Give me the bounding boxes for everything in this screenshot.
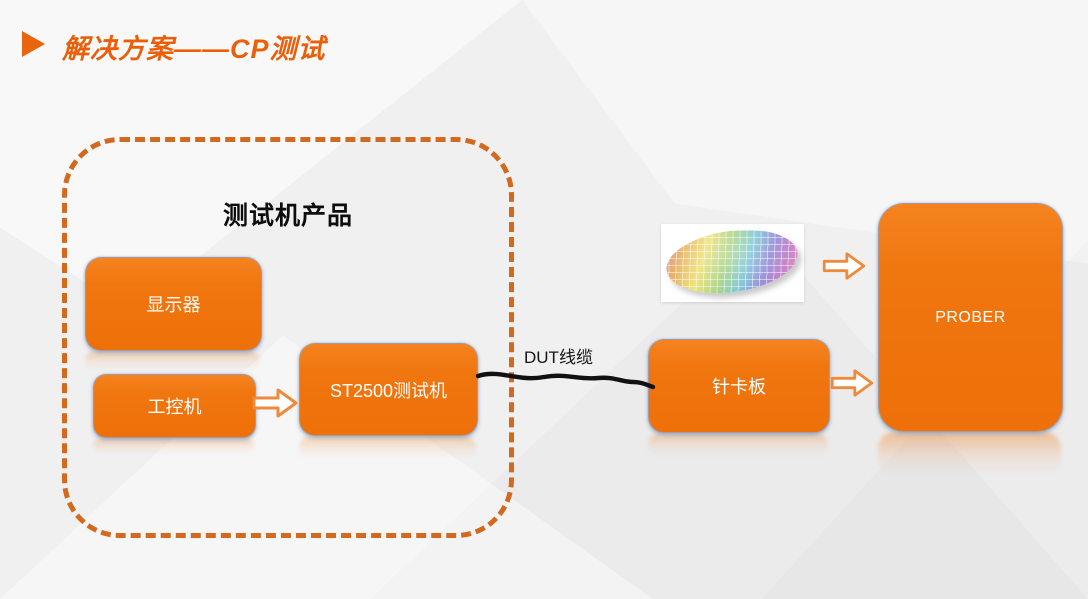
tester-product-group-label: 测试机产品: [222, 202, 353, 230]
node-probe-card: 针卡板: [648, 339, 830, 433]
title-bullet-triangle-icon: [22, 31, 45, 57]
node-industrial-pc: 工控机: [93, 374, 256, 438]
node-prober: PROBER: [878, 203, 1063, 432]
node-prober-label: PROBER: [935, 308, 1006, 326]
arrow-probe-card-to-prober-icon: [830, 369, 874, 397]
dut-cable-label: DUT线缆: [524, 348, 593, 367]
reflection-prober: [878, 432, 1061, 476]
page-title: 解决方案——CP测试: [62, 34, 326, 64]
wafer-disc-icon: [662, 222, 802, 301]
node-display: 显示器: [85, 257, 262, 351]
wafer-image: [661, 222, 804, 302]
reflection-probe-card: [648, 433, 828, 457]
arrow-ipc-to-tester-icon: [252, 388, 298, 418]
node-st2500-tester-label: ST2500测试机: [329, 380, 448, 401]
dut-cable-line: [475, 371, 656, 390]
node-industrial-pc-label: 工控机: [147, 397, 202, 417]
arrow-wafer-to-prober-icon: [822, 252, 866, 280]
node-display-label: 显示器: [146, 295, 201, 315]
node-st2500-tester: ST2500测试机: [299, 343, 478, 436]
tester-product-group-frame: [62, 137, 514, 538]
node-probe-card-label: 针卡板: [712, 377, 766, 397]
